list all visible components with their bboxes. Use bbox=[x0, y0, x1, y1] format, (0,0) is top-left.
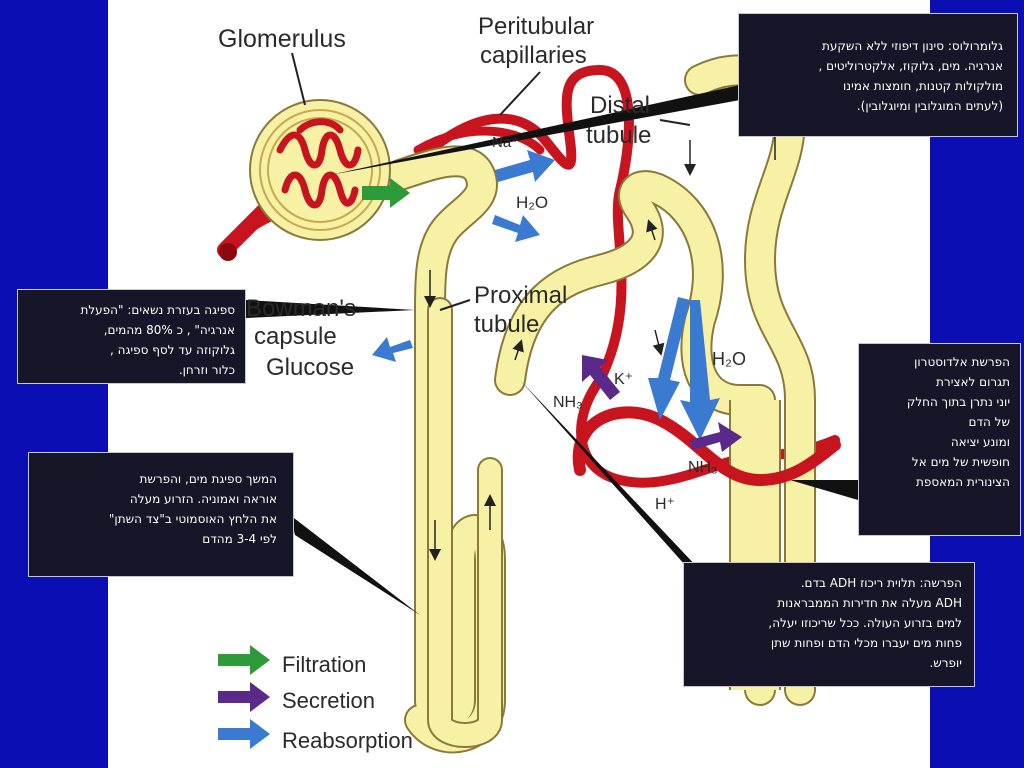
callout-glomerulus-line: מולקולות קטנות, חומצות אמינו bbox=[843, 79, 1003, 93]
glomerulus-tuft bbox=[276, 118, 362, 209]
label-nh3-right: NH₃ bbox=[688, 459, 718, 476]
callout-aldosterone-line: תגרום לאצירת bbox=[936, 375, 1010, 389]
callout-loop-line: אוראה ואמוניה. הזרוע מעלה bbox=[129, 492, 277, 506]
callout-proximal-line: ספיגה בעזרת נשאים: "הפעלת bbox=[80, 303, 235, 317]
efferent-vessel bbox=[413, 126, 545, 155]
callout-adh-line: ADH מעלה את חדירות הממבראנות bbox=[777, 596, 962, 610]
callout-adh-line: יופרש. bbox=[929, 656, 962, 670]
legend-filtration: Filtration bbox=[282, 652, 367, 677]
callout-glomerulus-line: גלומרולוס: סינון דיפוזי ללא השקעת bbox=[822, 39, 1003, 53]
reabsorption-arrows bbox=[372, 150, 720, 440]
filtration-arrow-icon bbox=[362, 178, 410, 208]
label-peritubular-line1: Peritubular bbox=[478, 13, 595, 40]
callout-loop-line: לפי 3-4 מהדם bbox=[202, 532, 277, 546]
callout-adh: הפרשה: תלוית ריכוז ADH בדם. ADH מעלה את … bbox=[683, 562, 975, 687]
callout-loop-line: את הלחץ האוסמוטי ב"צד השתן" bbox=[108, 512, 277, 526]
callout-aldosterone: הפרשת אלדוסטרון תגרום לאצירת יוני נתרן ב… bbox=[858, 343, 1021, 536]
callout-aldosterone-line: הפרשת אלדוסטרון bbox=[914, 355, 1010, 369]
legend-secretion: Secretion bbox=[282, 688, 375, 713]
callout-pointers bbox=[246, 85, 858, 615]
label-bowman-line2: capsule bbox=[254, 323, 337, 350]
label-h: H⁺ bbox=[655, 496, 675, 513]
label-h2o-top: H₂O bbox=[516, 193, 549, 212]
filtration-arrow-icon bbox=[218, 645, 270, 675]
callout-glomerulus: גלומרולוס: סינון דיפוזי ללא השקעת אנרגיה… bbox=[738, 13, 1018, 137]
callout-loop: המשך ספיגת מים, והפרשת אוראה ואמוניה. הז… bbox=[28, 452, 294, 577]
callout-aldosterone-line: ומונע יציאה bbox=[950, 435, 1010, 449]
label-h2o-right: H₂O bbox=[712, 349, 746, 369]
label-k: K⁺ bbox=[614, 371, 634, 388]
reabsorption-arrow-icon bbox=[218, 719, 270, 749]
label-nh3-left: NH₃ bbox=[553, 394, 583, 411]
label-proximal-line2: tubule bbox=[474, 311, 540, 338]
callout-aldosterone-line: הצינורית המאספת bbox=[915, 475, 1010, 489]
flow-arrows bbox=[424, 124, 781, 561]
callout-adh-line: הפרשה: תלוית ריכוז ADH בדם. bbox=[800, 576, 962, 590]
label-glucose: Glucose bbox=[266, 354, 355, 381]
callout-aldosterone-line: חופשית של מים אל bbox=[911, 455, 1010, 469]
callout-adh-line: פחות מים יעברו מכלי הדם ופחות שתן bbox=[770, 636, 962, 650]
secretion-arrow-icon bbox=[218, 682, 270, 712]
loop-of-henle bbox=[429, 299, 501, 746]
legend-reabsorption: Reabsorption bbox=[282, 728, 413, 753]
vessel-opening bbox=[219, 243, 237, 261]
callout-proximal-line: גלוקוזה עד לסף ספיגה , bbox=[110, 343, 235, 357]
label-peritubular-line2: capillaries bbox=[480, 42, 587, 69]
callout-proximal-line: אנרגיה" , כ 80% מהמים, bbox=[103, 323, 235, 337]
secretion-arrows bbox=[582, 355, 742, 452]
callout-adh-line: למים בזרוע העולה. ככל שריכוזו יעלה, bbox=[768, 616, 962, 630]
label-na: Na⁺ bbox=[492, 134, 520, 151]
callout-aldosterone-line: יוני נתרן בתוך החלק bbox=[906, 395, 1010, 409]
callout-glomerulus-line: (לעתים המוגלובין ומיוגלובין). bbox=[856, 99, 1003, 113]
callout-proximal-line: כלור וזרחן. bbox=[178, 363, 235, 377]
callout-glomerulus-line: אנרגיה. מים, גלוקוז, אלקטרוליטים , bbox=[818, 59, 1003, 73]
bowmans-capsule bbox=[249, 99, 391, 241]
label-proximal-line1: Proximal bbox=[474, 282, 568, 309]
label-bowman-line1: Bowman's bbox=[246, 295, 356, 322]
label-distal-line2: tubule bbox=[586, 122, 652, 149]
callout-aldosterone-line: של הדם bbox=[968, 415, 1011, 429]
label-glomerulus: Glomerulus bbox=[218, 25, 346, 53]
leader-lines bbox=[291, 52, 691, 311]
callout-proximal: ספיגה בעזרת נשאים: "הפעלת אנרגיה" , כ 80… bbox=[17, 289, 246, 384]
callout-loop-line: המשך ספיגת מים, והפרשת bbox=[139, 472, 277, 486]
label-distal-line1: Distal bbox=[590, 92, 651, 119]
